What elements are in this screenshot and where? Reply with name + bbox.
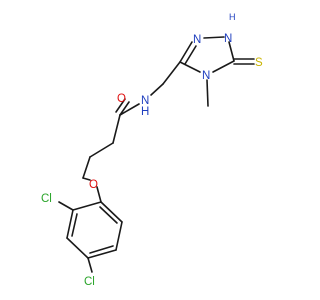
- bond-ring-a6-a1: [100, 201, 123, 223]
- bond-ring-a2-a3-inner: [71, 213, 78, 237]
- atom-cl-ortho: Cl: [41, 193, 52, 205]
- atom-n-ring-nh: N: [224, 33, 232, 45]
- bond-o-aryl: [96, 186, 102, 203]
- atom-h-amide: H: [141, 106, 149, 118]
- atom-s-thione: S: [255, 57, 263, 69]
- bond-ring-a2-a3: [66, 209, 74, 239]
- bond-ch2-nh: [150, 83, 164, 96]
- bond-ring-a4-a5-inner: [89, 245, 114, 254]
- atom-cl-para: Cl: [84, 276, 95, 288]
- atom-h-ring: H: [229, 12, 236, 22]
- bond-n4-methyl: [206, 79, 209, 107]
- atom-o-carbonyl: O: [117, 93, 126, 105]
- molecule-canvas: N H O O Cl Cl N H N N S: [41, 12, 263, 288]
- bond-c3-ch2: [162, 61, 181, 85]
- bond-c5-n4: [212, 60, 235, 73]
- atom-n-amide: N: [141, 95, 149, 107]
- bond-ring-a4-a5: [87, 249, 117, 259]
- atom-o-ether: O: [89, 179, 98, 191]
- bond-ring-a5-a6: [115, 221, 123, 251]
- bond-n2-n1: [203, 36, 225, 39]
- bonds: [58, 36, 255, 273]
- bond-c3-c4: [82, 156, 91, 179]
- bond-ring-a1-a2: [72, 201, 102, 211]
- bond-n4-c3: [179, 61, 201, 73]
- bond-ring-a3-a4: [66, 237, 89, 259]
- bond-co-o: [119, 101, 130, 116]
- bond-ring-cl-para: [87, 257, 93, 273]
- bond-nh-co: [119, 103, 140, 116]
- bond-c3-n2: [179, 41, 193, 63]
- atom-n-ring-methyl: N: [202, 70, 210, 82]
- bond-ring-cl-ortho: [58, 201, 74, 211]
- bond-c3-n2-double: [184, 45, 197, 65]
- atom-n-ring-left: N: [193, 34, 201, 46]
- atom-labels: N H O O Cl Cl N H N N S: [41, 12, 263, 288]
- bond-n1-c5: [228, 41, 235, 62]
- bond-c4-o: [82, 177, 91, 181]
- bond-ring-a6-a1-inner: [99, 206, 118, 224]
- bond-c2-c3: [89, 142, 114, 158]
- bond-c1-c2: [112, 114, 121, 144]
- molecule-structure: N H O O Cl Cl N H N N S: [41, 12, 263, 288]
- bond-co-o-double: [115, 98, 126, 113]
